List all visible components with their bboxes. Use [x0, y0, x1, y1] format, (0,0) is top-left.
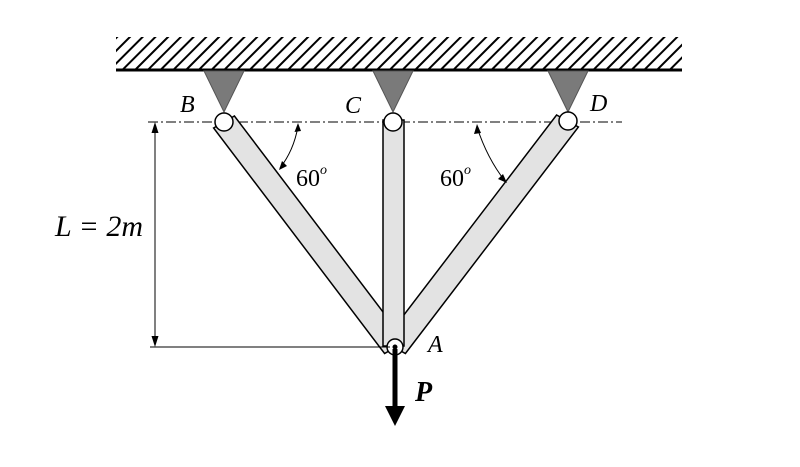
bar-ac — [382, 119, 405, 347]
ceiling — [116, 37, 682, 72]
label-joint-a: A — [426, 332, 443, 358]
angle-arcs — [279, 123, 507, 183]
angle-left-value: 60 — [296, 166, 320, 192]
support-c-mount — [372, 70, 414, 114]
label-angle-left: 60o — [296, 163, 327, 192]
angle-arc-left-head-bottom — [279, 161, 287, 170]
supports — [203, 70, 589, 114]
bars — [212, 114, 580, 355]
label-load-p: P — [414, 377, 433, 408]
label-angle-right: 60o — [440, 163, 471, 192]
pin-a-center — [392, 344, 398, 350]
support-d-mount — [547, 70, 589, 114]
label-support-b: B — [180, 92, 195, 118]
pin-d — [558, 111, 578, 131]
dimension-arrow-top — [151, 122, 159, 133]
angle-right-unit: o — [464, 163, 471, 178]
ceiling-hatch — [116, 37, 682, 70]
label-support-d: D — [589, 91, 607, 117]
support-b-mount — [203, 70, 245, 114]
label-support-c: C — [345, 93, 362, 119]
angle-arc-right-head-top — [474, 124, 481, 134]
angle-arc-right — [476, 126, 506, 182]
angle-right-value: 60 — [440, 166, 464, 192]
angle-arc-right-head-bottom — [498, 174, 507, 183]
angle-arc-left-head-top — [294, 123, 301, 132]
pin-c — [383, 112, 403, 132]
label-length: L = 2m — [54, 210, 143, 243]
bar-ad — [382, 114, 580, 355]
angle-left-unit: o — [320, 163, 327, 178]
dimension-arrow-bottom — [151, 336, 159, 347]
angle-arc-left — [279, 125, 299, 169]
bar-ab — [212, 115, 407, 355]
dimension-l — [150, 122, 390, 348]
load-arrow-head — [385, 406, 405, 426]
load-arrow — [385, 349, 405, 426]
pin-b — [214, 112, 234, 132]
